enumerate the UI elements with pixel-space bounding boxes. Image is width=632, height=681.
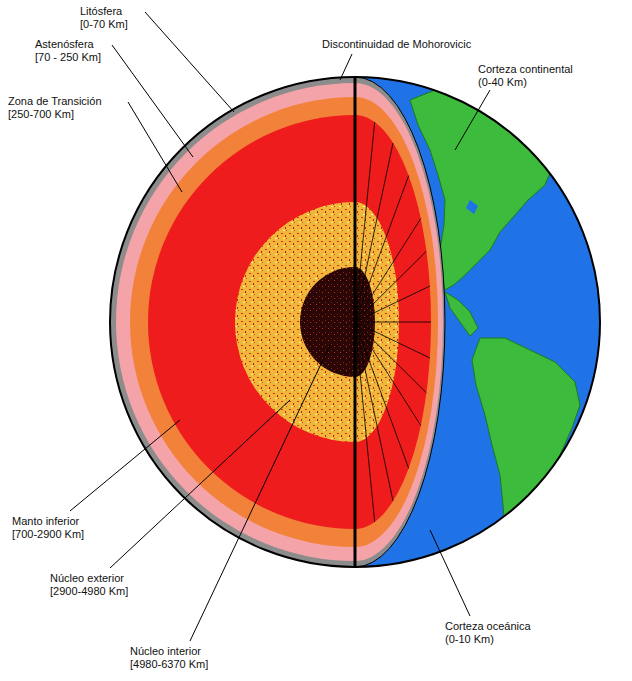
hemisphere-surface (355, 70, 615, 580)
cut-line (354, 77, 357, 567)
layer-label: [700-2900 Km] (12, 528, 84, 541)
leader-lines (70, 12, 490, 641)
leader-line (70, 420, 180, 511)
leader-line (340, 54, 352, 80)
layer-label: [4980-6370 Km] (130, 658, 208, 671)
leader-line (128, 102, 182, 192)
ray (355, 143, 393, 322)
layer-label: Astenósfera (35, 38, 94, 51)
leader-line (110, 400, 290, 568)
central-america (445, 292, 478, 336)
ray (355, 122, 375, 322)
layer-label: Discontinuidad de Mohorovicic (322, 38, 471, 51)
transition-zone-layer (130, 97, 355, 547)
lithosphere-layer (110, 77, 355, 567)
transition-zone-section (355, 97, 438, 547)
outer-core-layer (235, 202, 355, 442)
seismic-rays (355, 122, 431, 522)
south-america (472, 338, 580, 545)
ray (355, 322, 426, 393)
ray (355, 322, 393, 501)
leader-line (112, 45, 193, 157)
layer-label: [250-700 Km] (8, 108, 74, 121)
lithosphere-section (355, 77, 445, 567)
inner-core-layer (300, 267, 355, 377)
layer-label: [70 - 250 Km] (35, 51, 101, 64)
ocean (355, 70, 615, 580)
asthenosphere-section (355, 83, 443, 561)
layer-label: Núcleo exterior (50, 572, 124, 585)
leader-line (190, 345, 330, 641)
ray (355, 322, 431, 323)
ray (355, 286, 430, 322)
leader-line (430, 530, 470, 616)
asthenosphere-layer (116, 83, 355, 561)
layer-label: (0-10 Km) (445, 633, 494, 646)
leader-line (145, 12, 234, 112)
layer-label: Corteza oceánica (445, 620, 531, 633)
layer-label: Corteza continental (478, 63, 573, 76)
ray (355, 322, 375, 522)
ray (355, 251, 426, 322)
leader-line (455, 90, 490, 150)
layer-label: [2900-4980 Km] (50, 585, 128, 598)
lake (466, 200, 478, 214)
layer-label: Zona de Transición (8, 95, 102, 108)
ray (355, 322, 421, 426)
ray (355, 322, 409, 468)
layer-label: Núcleo interior (130, 645, 201, 658)
section-outline (355, 77, 445, 567)
lower-mantle-layer (148, 115, 355, 529)
layer-label: (0-40 Km) (478, 76, 527, 89)
layer-label: [0-70 Km] (80, 18, 128, 31)
layer-label: Manto inferior (12, 515, 79, 528)
lower-mantle-section (355, 115, 431, 529)
layer-label: Litósfera (80, 5, 122, 18)
globe-outline (110, 77, 600, 567)
